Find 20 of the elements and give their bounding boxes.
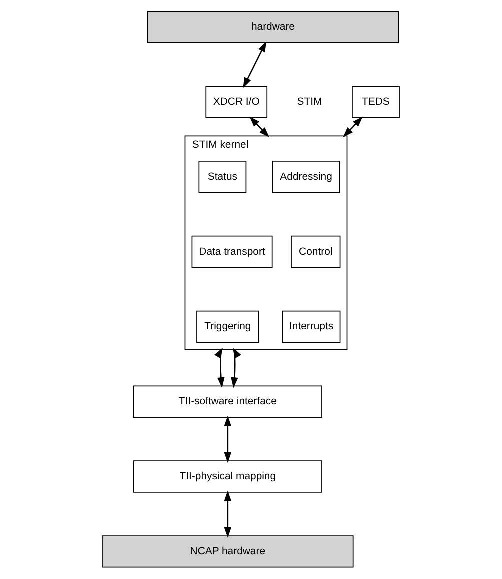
node-box: TII-physical mapping [133, 460, 322, 493]
node-box: Control [291, 236, 341, 268]
node-box: TII-software interface [133, 386, 322, 418]
arrow [224, 490, 232, 538]
node-box: hardware [147, 11, 400, 44]
node-box: Interrupts [282, 310, 341, 344]
label: STIM [297, 96, 322, 108]
arrow [243, 42, 267, 88]
arrow [250, 116, 270, 138]
node-box: NCAP hardware [102, 536, 354, 568]
node-box: Triggering [196, 310, 260, 344]
arrow [343, 116, 363, 138]
node-box: TEDS [352, 86, 400, 118]
arrow [231, 348, 242, 388]
arrow [214, 348, 225, 388]
arrow [224, 416, 232, 463]
node-box: Addressing [272, 161, 340, 194]
node-box: Data transport [192, 236, 273, 268]
node-box: XDCR I/O [206, 86, 268, 118]
node-box: Status [198, 161, 247, 194]
